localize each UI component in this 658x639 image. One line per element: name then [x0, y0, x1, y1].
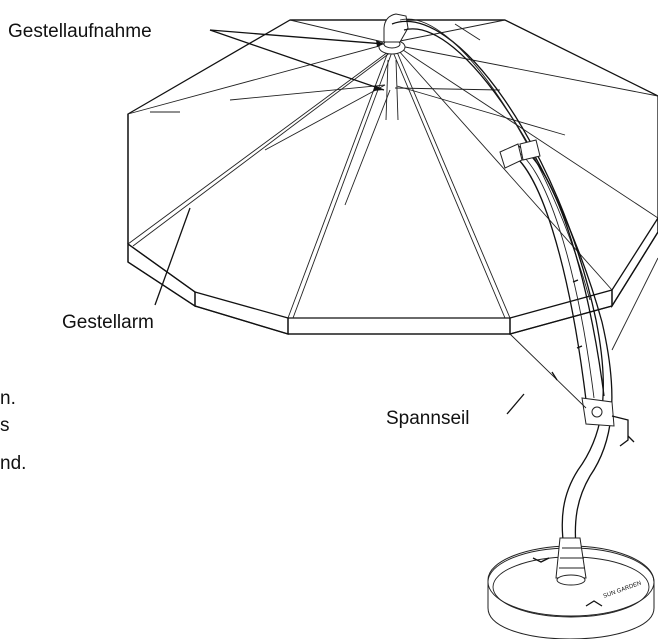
label-frame-mount: Gestellaufnahme — [8, 21, 152, 42]
frame-arms — [127, 19, 658, 319]
canopy-outline — [127, 19, 658, 335]
cropped-text-line-1: n. — [0, 388, 16, 409]
callout-leaders — [154, 29, 525, 415]
umbrella-canopy — [127, 19, 658, 335]
label-frame-arm: Gestellarm — [62, 312, 154, 333]
cropped-text-line-3: nd. — [0, 453, 26, 474]
umbrella-base: SUN GARDEN — [487, 537, 655, 639]
label-tension-cable: Spannseil — [386, 408, 469, 429]
cantilever-mast — [391, 18, 635, 549]
tension-cable — [509, 257, 658, 409]
cropped-text-line-2: s — [0, 415, 10, 436]
